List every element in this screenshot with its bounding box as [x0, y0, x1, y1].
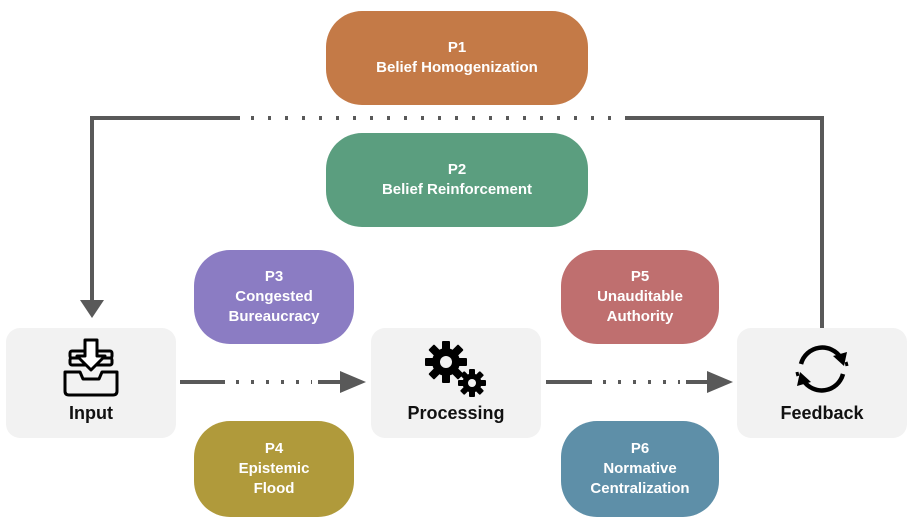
processing-to-feedback-arrow	[546, 371, 733, 393]
stage-feedback-label: Feedback	[780, 403, 864, 423]
pattern-p1-id: P1	[447, 39, 467, 56]
refresh-cycle-icon	[795, 345, 849, 393]
pattern-p4-line1: Epistemic	[238, 460, 310, 477]
stage-input-label: Input	[69, 403, 113, 423]
pattern-p5-line2: Authority	[606, 308, 674, 325]
pattern-p3: P3 Congested Bureaucracy	[194, 250, 354, 344]
pattern-p6-line2: Centralization	[590, 480, 690, 497]
pattern-p2-id: P2	[447, 161, 467, 178]
pattern-p2: P2 Belief Reinforcement	[326, 133, 588, 227]
pattern-p2-name: Belief Reinforcement	[381, 181, 533, 198]
pattern-p4-id: P4	[264, 440, 284, 457]
pattern-p3-line1: Congested	[235, 288, 313, 305]
pattern-p4: P4 Epistemic Flood	[194, 421, 354, 517]
input-to-processing-arrow	[180, 371, 366, 393]
pattern-p5: P5 Unauditable Authority	[561, 250, 719, 344]
inbox-download-icon	[63, 338, 119, 397]
pattern-p3-id: P3	[264, 268, 284, 285]
pattern-p6: P6 Normative Centralization	[561, 421, 719, 517]
pattern-p4-line2: Flood	[253, 480, 295, 497]
stage-processing: Processing	[371, 328, 541, 438]
pattern-p5-line1: Unauditable	[597, 288, 683, 305]
stage-feedback: Feedback	[737, 328, 907, 438]
stage-processing-label: Processing	[407, 403, 505, 423]
gears-icon	[425, 341, 486, 397]
pattern-p5-id: P5	[630, 268, 650, 285]
pattern-p1-name: Belief Homogenization	[376, 59, 538, 76]
feedback-loop-line	[80, 116, 824, 328]
pattern-p3-line2: Bureaucracy	[228, 308, 320, 325]
stage-input: Input	[6, 328, 176, 438]
pattern-p6-id: P6	[630, 440, 650, 457]
pattern-p1: P1 Belief Homogenization	[326, 11, 588, 105]
pattern-p6-line1: Normative	[603, 460, 677, 477]
